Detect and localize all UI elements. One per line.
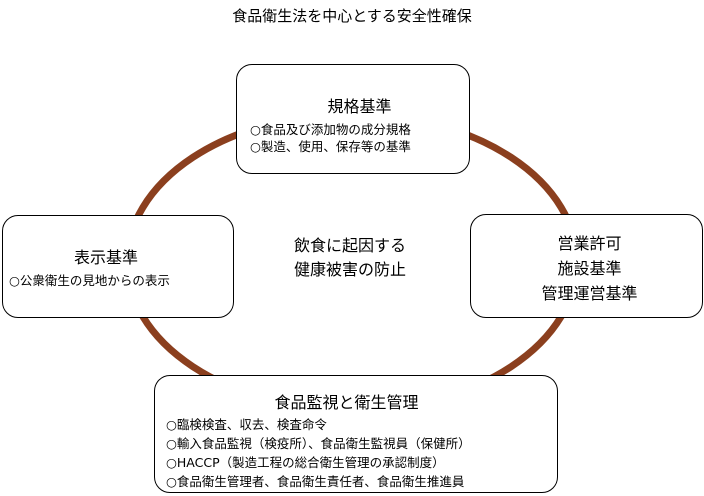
inspection-item: ○臨検検査、収去、検査命令 — [166, 417, 327, 432]
inspection-item: ○HACCP（製造工程の総合衛生管理の承認制度） — [166, 455, 445, 470]
business-license-box: 営業許可 施設基準 管理運営基準 — [470, 214, 703, 318]
standards-item: ○食品及び添加物の成分規格 — [250, 122, 411, 137]
labeling-box: 表示基準 ○公衆衛生の見地からの表示 — [2, 215, 234, 318]
standards-box: 規格基準 ○食品及び添加物の成分規格 ○製造、使用、保存等の基準 — [236, 64, 470, 174]
central-goal-line: 健康被害の防止 — [293, 260, 406, 279]
business-license-line: 営業許可 — [557, 234, 622, 253]
inspection-item: ○食品衛生管理者、食品衛生責任者、食品衛生推進員 — [166, 474, 465, 489]
inspection-heading: 食品監視と衛生管理 — [274, 393, 419, 412]
central-goal-line: 飲食に起因する — [293, 236, 406, 255]
standards-heading: 規格基準 — [327, 97, 392, 116]
labeling-item: ○公衆衛生の見地からの表示 — [9, 273, 170, 288]
business-license-line: 管理運営基準 — [541, 284, 638, 303]
standards-item: ○製造、使用、保存等の基準 — [250, 139, 411, 154]
central-goal: 飲食に起因する 健康被害の防止 — [250, 234, 450, 282]
diagram-title: 食品衛生法を中心とする安全性確保 — [232, 7, 472, 25]
labeling-heading: 表示基準 — [74, 248, 139, 267]
business-license-line: 施設基準 — [557, 259, 622, 278]
inspection-item: ○輸入食品監視（検疫所）、食品衛生監視員（保健所） — [166, 436, 471, 451]
inspection-box: 食品監視と衛生管理 ○臨検検査、収去、検査命令 ○輸入食品監視（検疫所）、食品衛… — [154, 375, 558, 493]
